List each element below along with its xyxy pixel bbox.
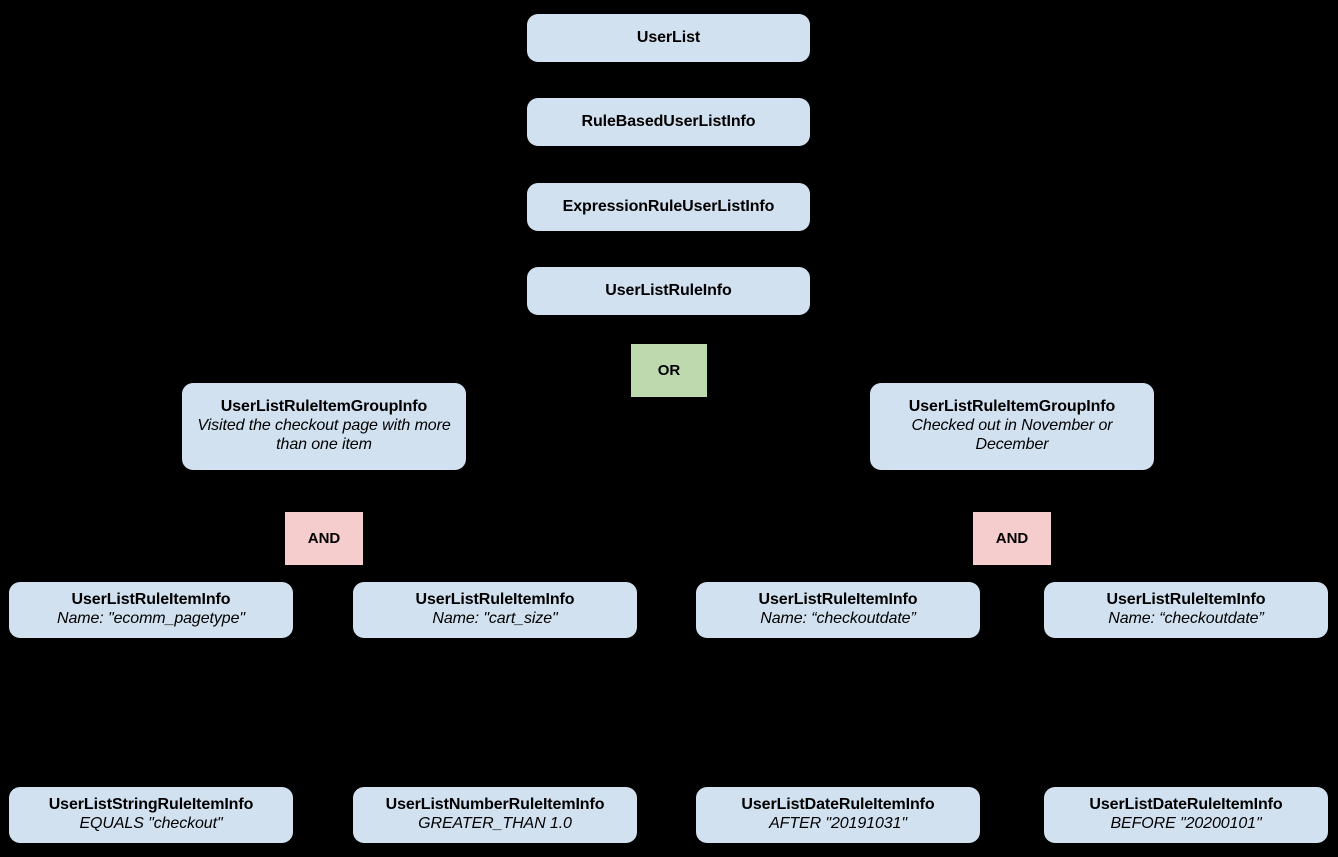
node-userlist[interactable]: UserList: [527, 14, 810, 62]
node-description: Visited the checkout page with more than…: [197, 417, 451, 453]
node-leaf-date-ruleitem-before[interactable]: UserListDateRuleItemInfo BEFORE "2020010…: [1044, 787, 1328, 843]
operator-and-left[interactable]: AND: [285, 512, 363, 565]
node-title: UserListDateRuleItemInfo: [1089, 796, 1283, 814]
operator-and-right[interactable]: AND: [973, 512, 1051, 565]
node-ruleitem-cart-size[interactable]: UserListRuleItemInfo Name: "cart_size": [353, 582, 637, 638]
node-title: UserListRuleInfo: [605, 281, 732, 299]
node-title: UserListRuleItemGroupInfo: [908, 398, 1116, 416]
node-description: Name: "cart_size": [432, 610, 558, 627]
node-title: UserListDateRuleItemInfo: [741, 796, 935, 814]
node-title: UserList: [636, 28, 701, 46]
node-ruleitem-checkoutdate-after[interactable]: UserListRuleItemInfo Name: “checkoutdate…: [696, 582, 980, 638]
node-leaf-number-ruleitem[interactable]: UserListNumberRuleItemInfo GREATER_THAN …: [353, 787, 637, 843]
node-description: Name: "ecomm_pagetype": [57, 610, 245, 627]
node-title: ExpressionRuleUserListInfo: [562, 197, 775, 215]
node-title: UserListRuleItemGroupInfo: [220, 398, 428, 416]
edge-and-right-to-item-3: [837, 564, 986, 583]
edge-and-right-to-item-4: [1039, 564, 1187, 583]
node-ruleitem-checkoutdate-before[interactable]: UserListRuleItemInfo Name: “checkoutdate…: [1044, 582, 1328, 638]
node-rulebaseduserlistinfo[interactable]: RuleBasedUserListInfo: [527, 98, 810, 146]
node-description: EQUALS "checkout": [79, 815, 223, 832]
edge-and-left-to-item-2: [351, 564, 496, 583]
node-group-left[interactable]: UserListRuleItemGroupInfo Visited the ch…: [182, 383, 466, 470]
edge-and-left-to-item-1: [150, 564, 298, 583]
node-description: Name: “checkoutdate”: [760, 610, 916, 627]
node-group-right[interactable]: UserListRuleItemGroupInfo Checked out in…: [870, 383, 1154, 470]
node-leaf-date-ruleitem-after[interactable]: UserListDateRuleItemInfo AFTER "20191031…: [696, 787, 980, 843]
node-title: RuleBasedUserListInfo: [581, 112, 756, 130]
node-userlistruleinfo[interactable]: UserListRuleInfo: [527, 267, 810, 315]
node-description: AFTER "20191031": [769, 815, 907, 832]
node-title: UserListRuleItemInfo: [71, 591, 231, 609]
node-description: Name: “checkoutdate”: [1108, 610, 1264, 627]
node-expressionruleuserlistinfo[interactable]: ExpressionRuleUserListInfo: [527, 183, 810, 231]
node-leaf-string-ruleitem[interactable]: UserListStringRuleItemInfo EQUALS "check…: [9, 787, 293, 843]
node-description: Checked out in November or December: [911, 417, 1113, 453]
node-title: UserListStringRuleItemInfo: [48, 796, 254, 814]
node-description: GREATER_THAN 1.0: [418, 815, 572, 832]
node-title: UserListNumberRuleItemInfo: [385, 796, 605, 814]
operator-or[interactable]: OR: [631, 344, 707, 397]
node-title: UserListRuleItemInfo: [1106, 591, 1266, 609]
node-ruleitem-ecomm-pagetype[interactable]: UserListRuleItemInfo Name: "ecomm_pagety…: [9, 582, 293, 638]
node-description: BEFORE "20200101": [1110, 815, 1262, 832]
node-title: UserListRuleItemInfo: [415, 591, 575, 609]
node-title: UserListRuleItemInfo: [758, 591, 918, 609]
